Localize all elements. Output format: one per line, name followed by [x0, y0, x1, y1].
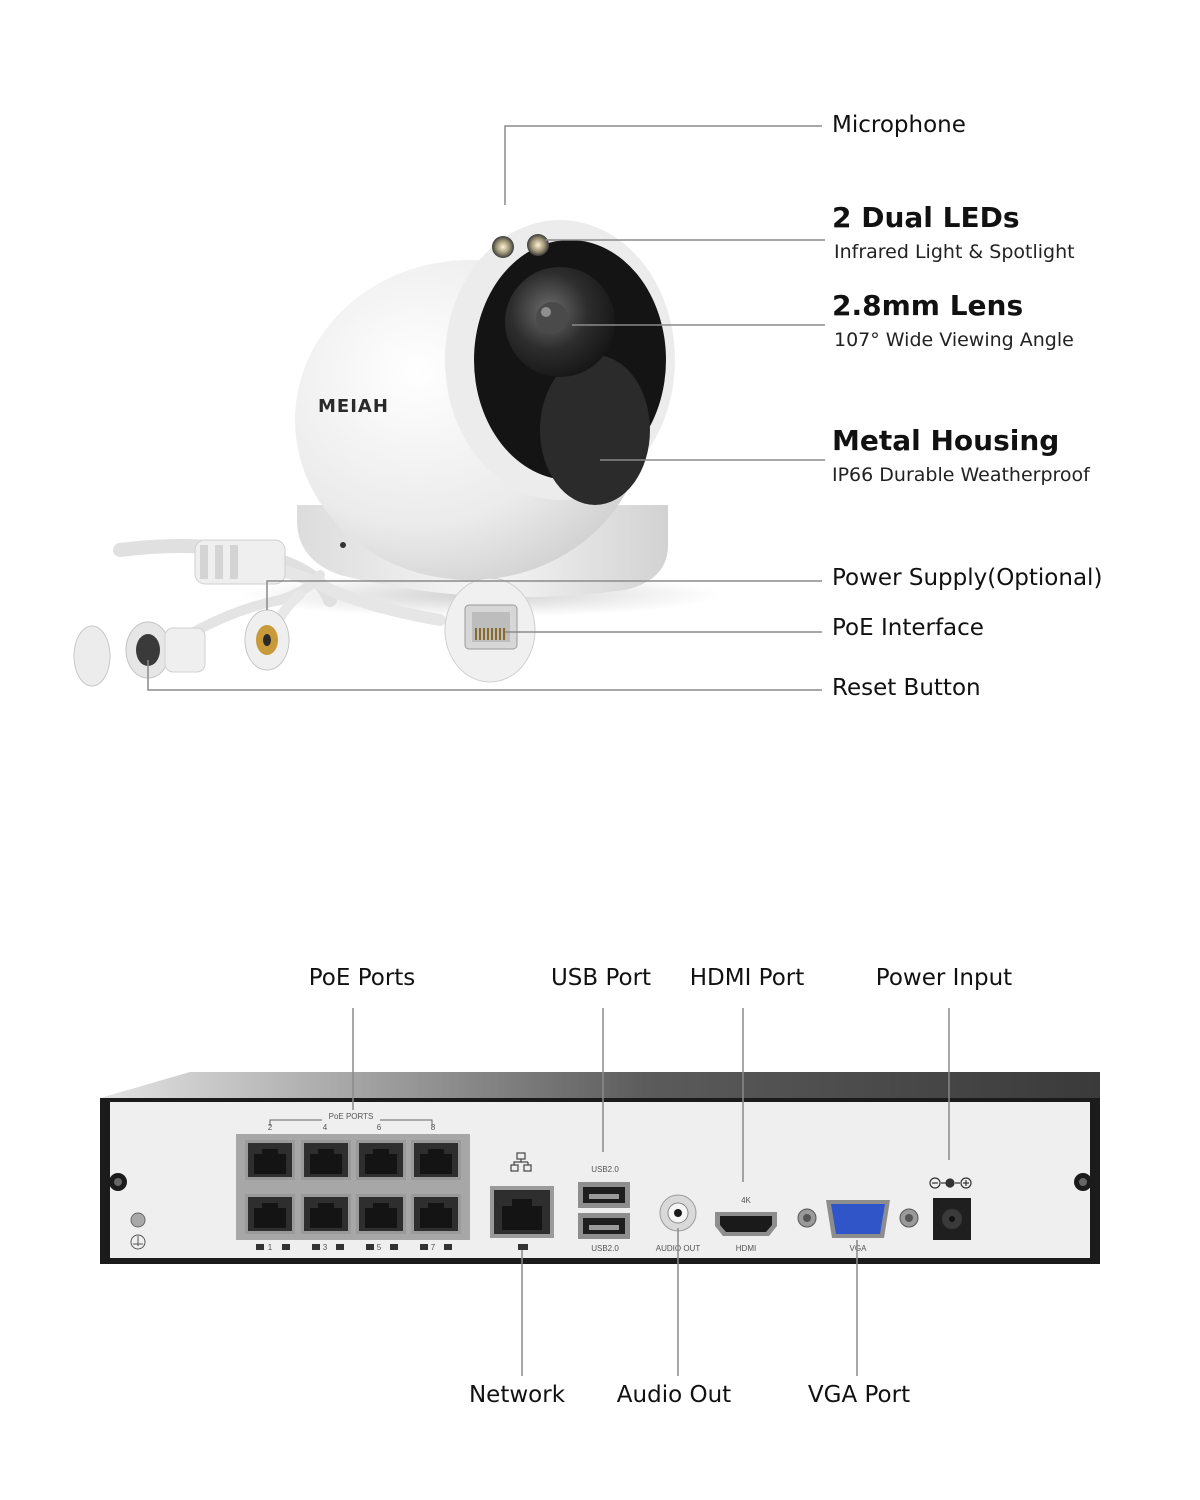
dome-camera: MEIAH	[73, 220, 720, 687]
port-number: 2	[268, 1123, 273, 1132]
camera-leader-lines	[147, 125, 825, 691]
hdmi-panel-text: HDMI	[736, 1244, 756, 1253]
reset-button-label: Reset Button	[832, 675, 981, 701]
usb-panel-text: USB2.0	[591, 1244, 619, 1253]
lens-title: 2.8mm Lens	[832, 289, 1024, 322]
nvr-recorder: PoE PORTS 2 4 6 8 1 3 5 7 USB2.	[100, 1072, 1100, 1264]
led-icon	[492, 236, 514, 258]
lens-subtitle: 107° Wide Viewing Angle	[834, 329, 1074, 351]
led-icon	[527, 234, 549, 256]
brand-logo: MEIAH	[318, 396, 389, 417]
network-label: Network	[468, 1382, 566, 1408]
leds-title: 2 Dual LEDs	[832, 201, 1020, 234]
power-input-port	[933, 1198, 971, 1240]
leds-subtitle: Infrared Light & Spotlight	[834, 241, 1075, 263]
nvr-leader-lines	[352, 1008, 950, 1376]
housing-title: Metal Housing	[832, 424, 1060, 457]
port-number: 3	[323, 1243, 328, 1252]
usb-panel-text: USB2.0	[591, 1165, 619, 1174]
audio-out-label: Audio Out	[616, 1382, 732, 1408]
microphone-label: Microphone	[832, 112, 966, 138]
hdmi-port	[715, 1212, 777, 1236]
poe-ports-panel-text: PoE PORTS	[329, 1112, 374, 1121]
port-number: 1	[268, 1243, 273, 1252]
power-supply-label: Power Supply(Optional)	[832, 565, 1103, 591]
hdmi-port-label: HDMI Port	[689, 965, 805, 991]
audio-out-port	[659, 1194, 697, 1232]
ground-screw-icon	[130, 1212, 146, 1228]
housing-subtitle: IP66 Durable Weatherproof	[832, 464, 1090, 486]
vga-port-label: VGA Port	[807, 1382, 911, 1408]
poe-ports-label: PoE Ports	[308, 965, 416, 991]
vga-port	[797, 1200, 919, 1238]
port-number: 5	[377, 1243, 382, 1252]
hdmi-4k-text: 4K	[741, 1196, 751, 1205]
dc-polarity-icon	[929, 1177, 972, 1189]
port-number: 7	[431, 1243, 436, 1252]
network-icon	[510, 1152, 532, 1172]
network-port	[490, 1186, 554, 1250]
vga-panel-text: VGA	[850, 1244, 868, 1253]
port-number: 6	[377, 1123, 382, 1132]
port-number: 4	[323, 1123, 328, 1132]
poe-interface-label: PoE Interface	[832, 615, 984, 641]
port-number: 8	[431, 1123, 436, 1132]
usb-ports	[578, 1182, 630, 1239]
power-input-label: Power Input	[875, 965, 1013, 991]
usb-port-label: USB Port	[550, 965, 652, 991]
